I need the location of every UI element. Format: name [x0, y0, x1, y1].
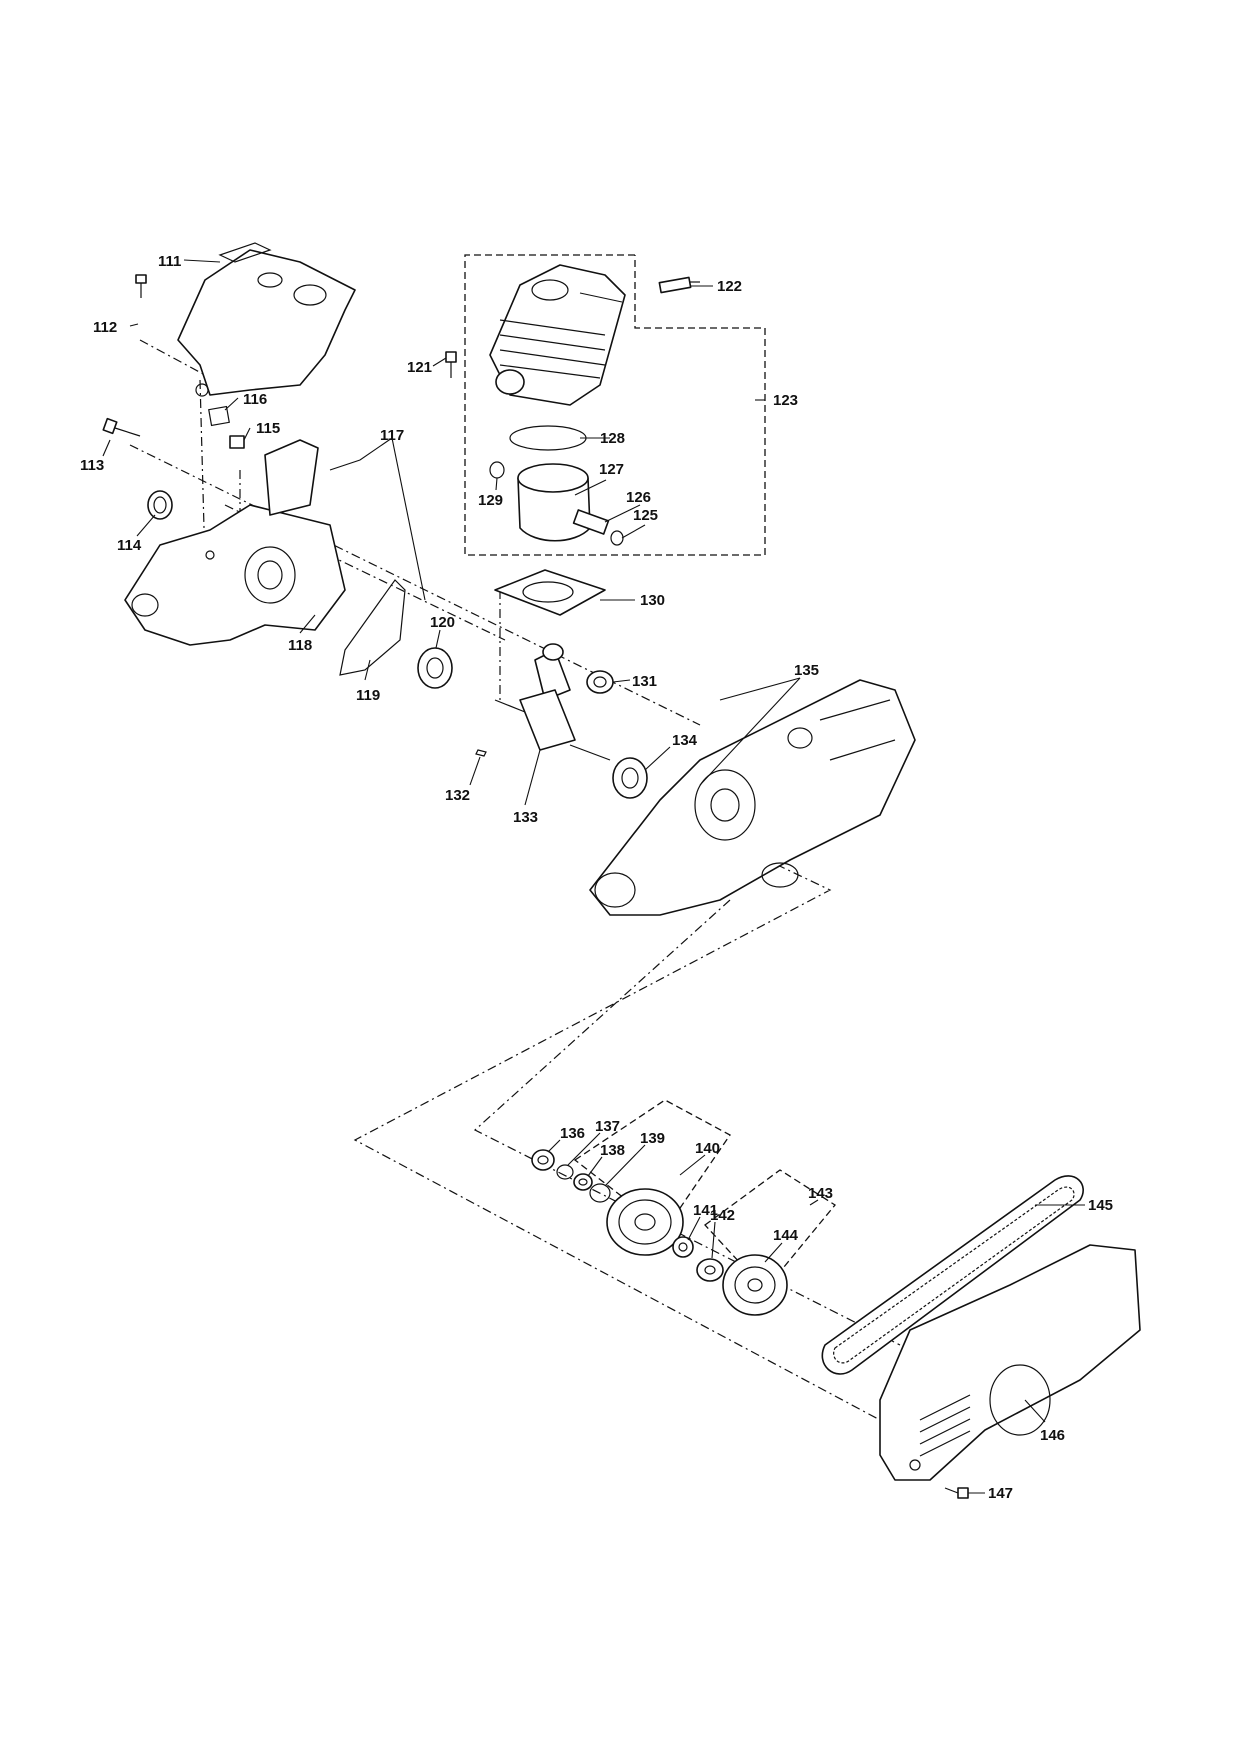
part-145-belt	[821, 1175, 1084, 1375]
callout-147: 147	[988, 1485, 1013, 1502]
part-115-nut	[229, 435, 245, 449]
part-129-circlip	[489, 461, 505, 479]
part-114-seal	[147, 490, 173, 520]
callout-138: 138	[600, 1142, 625, 1159]
callout-112: 112	[93, 319, 117, 336]
callout-111: 111	[158, 253, 181, 270]
part-147-screw	[944, 1487, 969, 1499]
part-113-bolt	[102, 417, 141, 437]
part-121-screw	[445, 351, 457, 378]
callout-135: 135	[794, 662, 819, 679]
callout-133: 133	[513, 809, 538, 826]
part-122-spark-plug	[658, 276, 700, 294]
callout-114: 114	[117, 537, 142, 554]
callout-117: 117	[380, 427, 404, 444]
callout-145: 145	[1088, 1197, 1113, 1214]
callout-119: 119	[356, 687, 380, 704]
callout-123: 123	[773, 392, 798, 409]
part-119-gasket	[339, 579, 406, 676]
callout-labels: 111 112 113 114 115 116 117 118 119 120 …	[80, 253, 1113, 1502]
part-133-crankshaft	[494, 643, 611, 761]
callout-126: 126	[626, 489, 651, 506]
group-box-cylinder	[464, 254, 766, 556]
callout-142: 142	[710, 1207, 735, 1224]
callout-128: 128	[600, 430, 625, 447]
part-126-piston-pin	[572, 509, 610, 535]
alignment-lines	[129, 339, 901, 1421]
part-120-bearing	[417, 647, 453, 689]
callout-127: 127	[599, 461, 624, 478]
callout-118: 118	[288, 637, 312, 654]
part-131-needle-bearing	[586, 670, 614, 694]
callout-143: 143	[808, 1185, 833, 1202]
part-128-piston-ring	[509, 425, 587, 451]
part-135-crankcase-arm	[589, 679, 916, 916]
callout-130: 130	[640, 592, 665, 609]
callout-131: 131	[632, 673, 657, 690]
part-136-bearing	[531, 1149, 555, 1171]
callout-125: 125	[633, 507, 658, 524]
part-144-clutch	[722, 1254, 788, 1316]
callout-115: 115	[256, 420, 280, 437]
callout-141: 141	[693, 1202, 718, 1219]
part-146-belt-guard	[879, 1244, 1141, 1481]
callout-137: 137	[595, 1118, 620, 1135]
part-142-washer	[696, 1258, 724, 1282]
callout-120: 120	[430, 614, 455, 631]
part-140-clutch-drum	[606, 1188, 684, 1256]
part-141-needle-bearing	[672, 1236, 694, 1258]
part-118-crankcase	[124, 439, 346, 646]
callout-140: 140	[695, 1140, 720, 1157]
part-132-key	[475, 749, 487, 757]
leader-lines	[102, 259, 1085, 1494]
callout-132: 132	[445, 787, 470, 804]
callout-113: 113	[80, 457, 104, 474]
part-125-circlip	[610, 530, 624, 546]
callout-139: 139	[640, 1130, 665, 1147]
callout-144: 144	[773, 1227, 799, 1244]
part-127-piston	[517, 463, 591, 542]
callout-146: 146	[1040, 1427, 1065, 1444]
part-139-washer	[589, 1183, 611, 1203]
part-134-bearing	[612, 757, 648, 799]
part-138-washer	[573, 1173, 593, 1191]
part-111-top-cover	[177, 242, 356, 397]
part-130-cylinder-gasket	[494, 569, 606, 616]
callout-134: 134	[672, 732, 698, 749]
callout-122: 122	[717, 278, 742, 295]
part-112-screw	[135, 274, 147, 298]
part-137-circlip	[556, 1164, 574, 1180]
callout-129: 129	[478, 492, 503, 509]
part-123-cylinder	[489, 264, 626, 406]
callout-116: 116	[243, 391, 267, 408]
callout-136: 136	[560, 1125, 585, 1142]
callout-121: 121	[407, 359, 432, 376]
part-116-gasket	[208, 405, 230, 427]
